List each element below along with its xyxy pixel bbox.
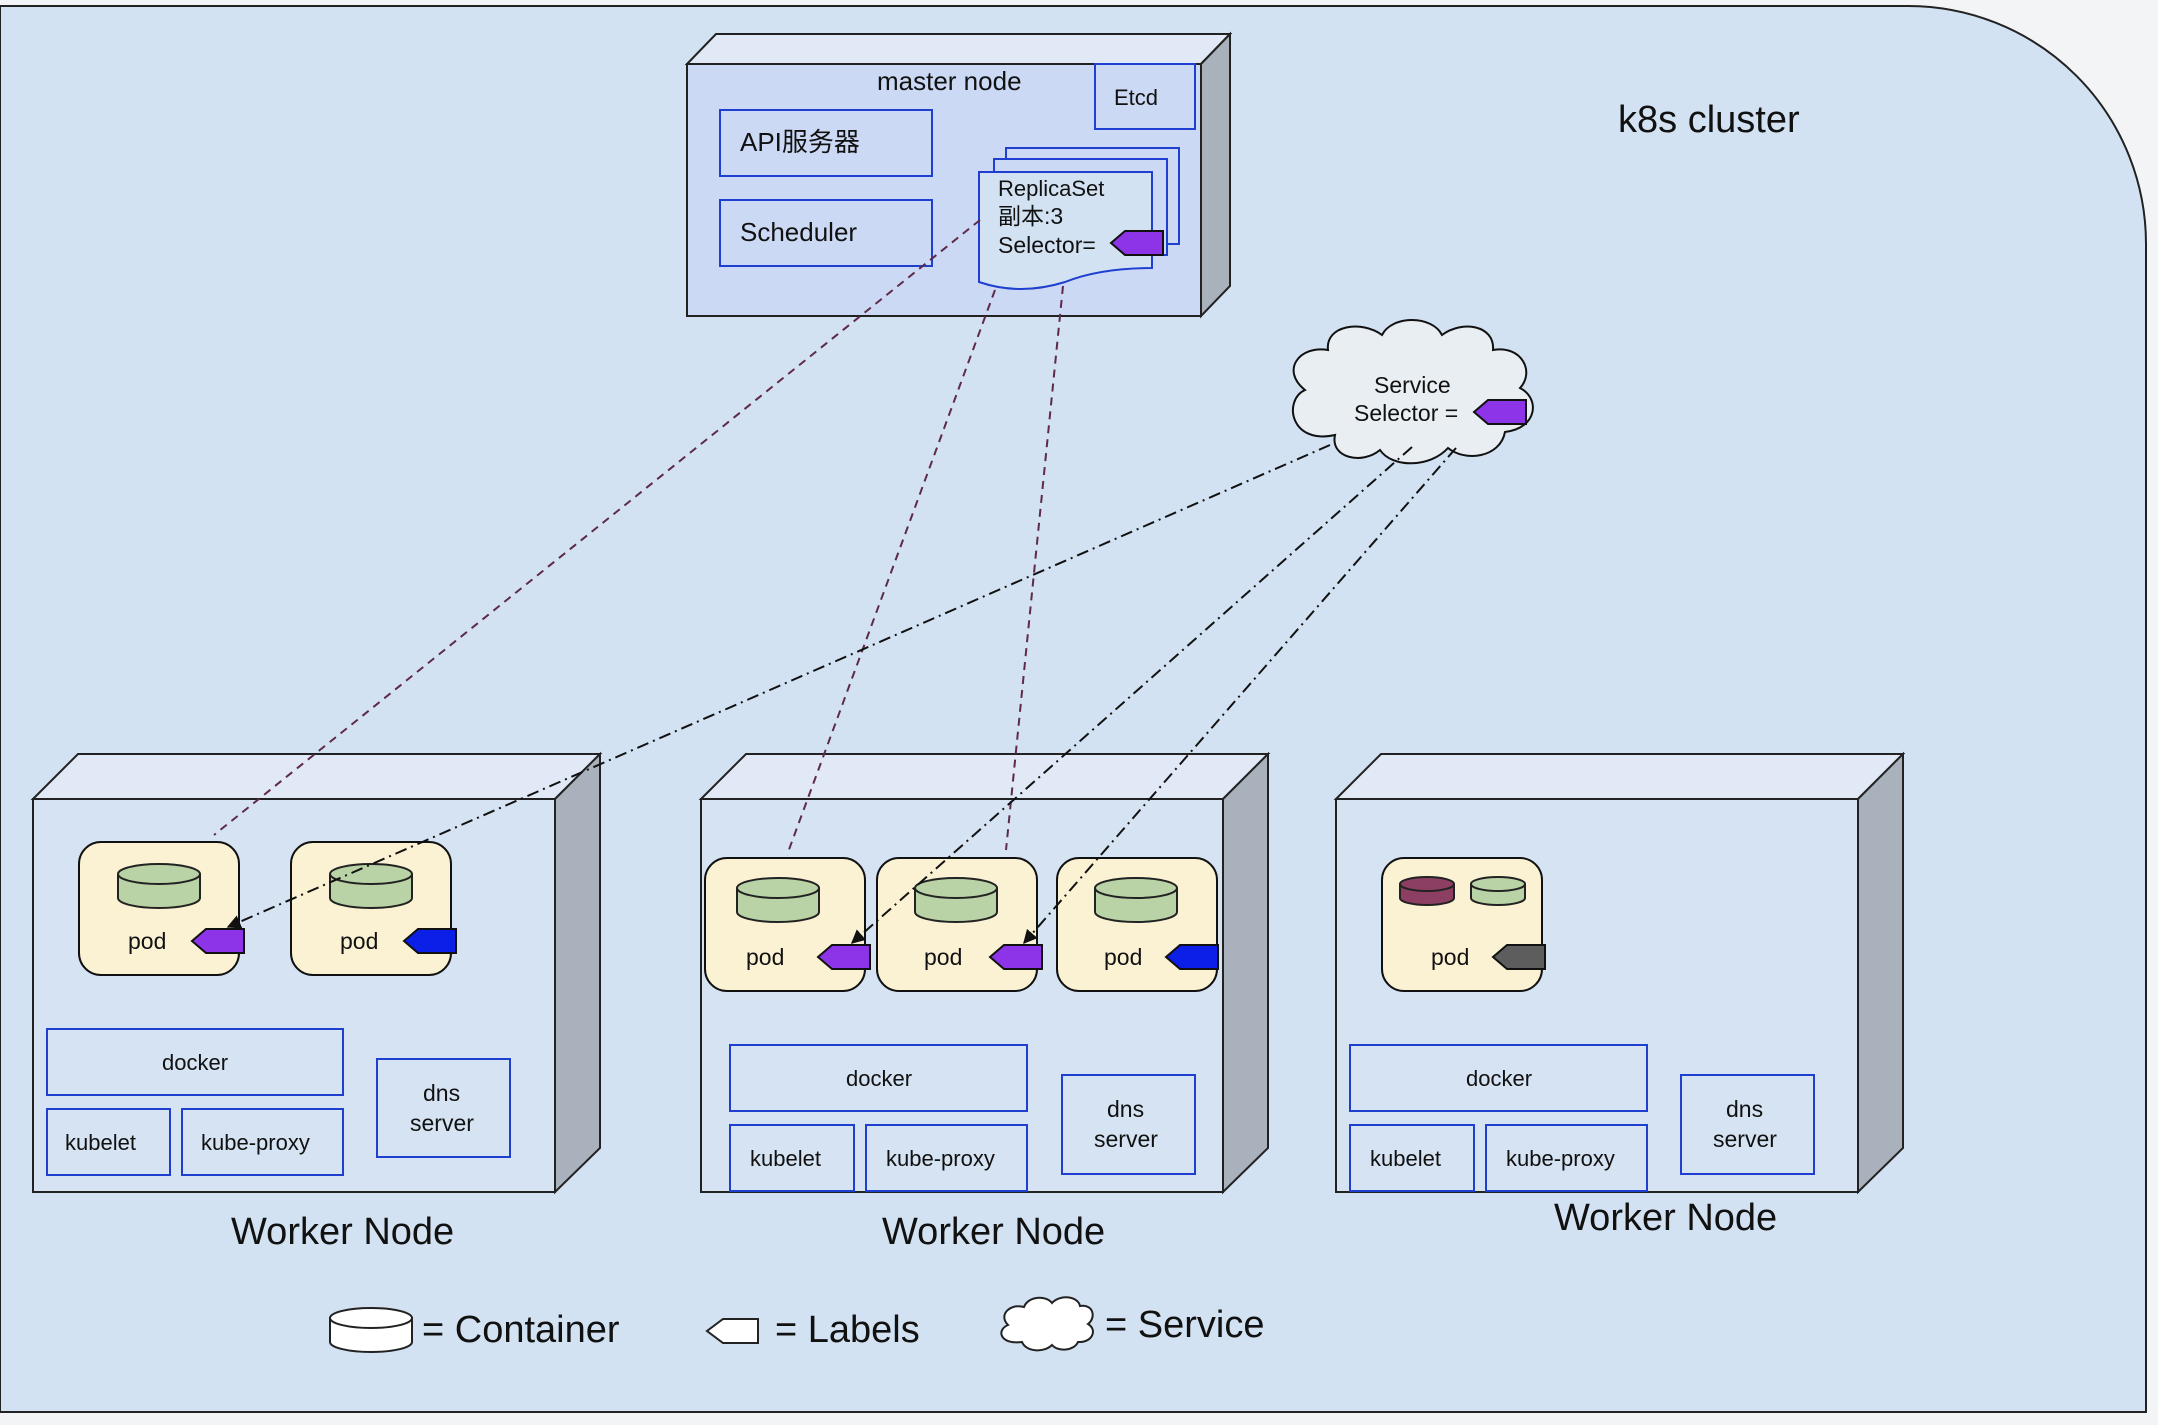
worker-node-title: Worker Node — [231, 1211, 454, 1253]
pod: pod — [78, 841, 245, 976]
pod: pod — [1381, 857, 1546, 992]
dns-server-box — [376, 1058, 511, 1158]
pod-label: pod — [128, 928, 166, 954]
worker-node-3: pod docker kubelet kube-proxy dns server — [1333, 751, 1906, 1195]
docker-box — [729, 1044, 1028, 1112]
container-icon — [736, 877, 820, 923]
kubelet-label: kubelet — [65, 1130, 136, 1155]
worker-node-title: Worker Node — [1554, 1197, 1777, 1239]
worker-node-title: Worker Node — [882, 1211, 1105, 1253]
service-selector-label-icon — [1472, 399, 1527, 425]
cluster-title: k8s cluster — [1618, 99, 1800, 141]
service-connectors — [226, 444, 1457, 945]
replicaset-document: ReplicaSet 副本:3 Selector= — [978, 147, 1180, 290]
service-title: Service — [1374, 372, 1451, 398]
dns-server-box — [1680, 1074, 1815, 1175]
service-selector: Selector = — [1354, 400, 1458, 426]
container-icon — [117, 863, 201, 909]
replicaset-selector: Selector= — [998, 232, 1096, 258]
pod-label: pod — [1104, 944, 1142, 970]
pod: pod — [876, 857, 1043, 992]
pod-label-tag-purple-icon — [190, 928, 245, 954]
master-node: master node Etcd API服务器 Scheduler Replic… — [684, 31, 1233, 319]
pod-label-tag-blue-icon — [1164, 944, 1219, 970]
dns-server-label-line2: server — [410, 1110, 474, 1136]
container-icon — [1094, 877, 1178, 923]
container-icon — [914, 877, 998, 923]
kube-proxy-box — [865, 1124, 1028, 1192]
pod-label: pod — [924, 944, 962, 970]
replicaset-link-line — [213, 219, 981, 836]
api-server-box — [719, 109, 933, 177]
pod-label: pod — [1431, 944, 1469, 970]
docker-box — [1349, 1044, 1648, 1112]
service-link-line — [226, 444, 1331, 929]
pod-label: pod — [340, 928, 378, 954]
kube-proxy-box — [181, 1108, 344, 1176]
service-cloud: Service Selector = — [1291, 319, 1534, 465]
replicaset-title: ReplicaSet — [998, 176, 1104, 201]
dns-server-label-line2: server — [1713, 1126, 1777, 1152]
etcd-label: Etcd — [1114, 85, 1158, 110]
dns-server-label-line1: dns — [423, 1080, 460, 1106]
kubelet-box — [729, 1124, 855, 1192]
etcd-box — [1094, 63, 1196, 130]
dns-server-box — [1061, 1074, 1196, 1175]
docker-label: docker — [1466, 1066, 1532, 1091]
worker-node-2: pod pod pod docker kubelet kube-prox — [698, 751, 1271, 1195]
api-server-label: API服务器 — [740, 127, 860, 157]
kube-proxy-box — [1485, 1124, 1648, 1192]
kube-proxy-label: kube-proxy — [886, 1146, 995, 1171]
kubelet-label: kubelet — [1370, 1146, 1441, 1171]
legend-labels-icon — [705, 1318, 759, 1344]
pod-label: pod — [746, 944, 784, 970]
docker-box — [46, 1028, 344, 1096]
container-maroon-icon — [1399, 876, 1455, 906]
replicaset-link-line — [786, 289, 996, 856]
scheduler-label: Scheduler — [740, 217, 857, 247]
pod-label-tag-blue-icon — [402, 928, 457, 954]
pod: pod — [704, 857, 871, 992]
pod-label-tag-purple-icon — [988, 944, 1043, 970]
container-icon — [329, 863, 413, 909]
kube-proxy-label: kube-proxy — [1506, 1146, 1615, 1171]
legend-service-label: = Service — [1105, 1304, 1264, 1346]
dns-server-label-line1: dns — [1107, 1096, 1144, 1122]
dns-server-label-line2: server — [1094, 1126, 1158, 1152]
scheduler-box — [719, 199, 933, 267]
docker-label: docker — [846, 1066, 912, 1091]
container-icon — [1470, 876, 1526, 906]
pod: pod — [290, 841, 457, 976]
legend-container-icon — [329, 1307, 413, 1353]
docker-label: docker — [162, 1050, 228, 1075]
legend-container-label: = Container — [422, 1309, 620, 1351]
replicaset-link-line — [1005, 285, 1064, 851]
master-node-title: master node — [877, 66, 1022, 96]
legend-service-icon — [1000, 1296, 1094, 1352]
replicaset-connectors — [213, 219, 1064, 856]
service-link-line — [850, 446, 1413, 944]
pod-label-tag-purple-icon — [816, 944, 871, 970]
kubelet-label: kubelet — [750, 1146, 821, 1171]
replicaset-selector-label-icon — [1109, 230, 1164, 256]
legend-labels-label: = Labels — [775, 1309, 920, 1351]
kube-proxy-label: kube-proxy — [201, 1130, 310, 1155]
worker-node-1: pod pod docker kubelet kube-proxy dns se… — [30, 751, 603, 1195]
pod-label-tag-gray-icon — [1491, 944, 1546, 970]
dns-server-label-line1: dns — [1726, 1096, 1763, 1122]
pod: pod — [1056, 857, 1219, 992]
kubelet-box — [46, 1108, 171, 1176]
legend: = Container = Labels = Service — [329, 1296, 1264, 1353]
replicaset-replicas: 副本:3 — [998, 203, 1063, 229]
kubelet-box — [1349, 1124, 1475, 1192]
